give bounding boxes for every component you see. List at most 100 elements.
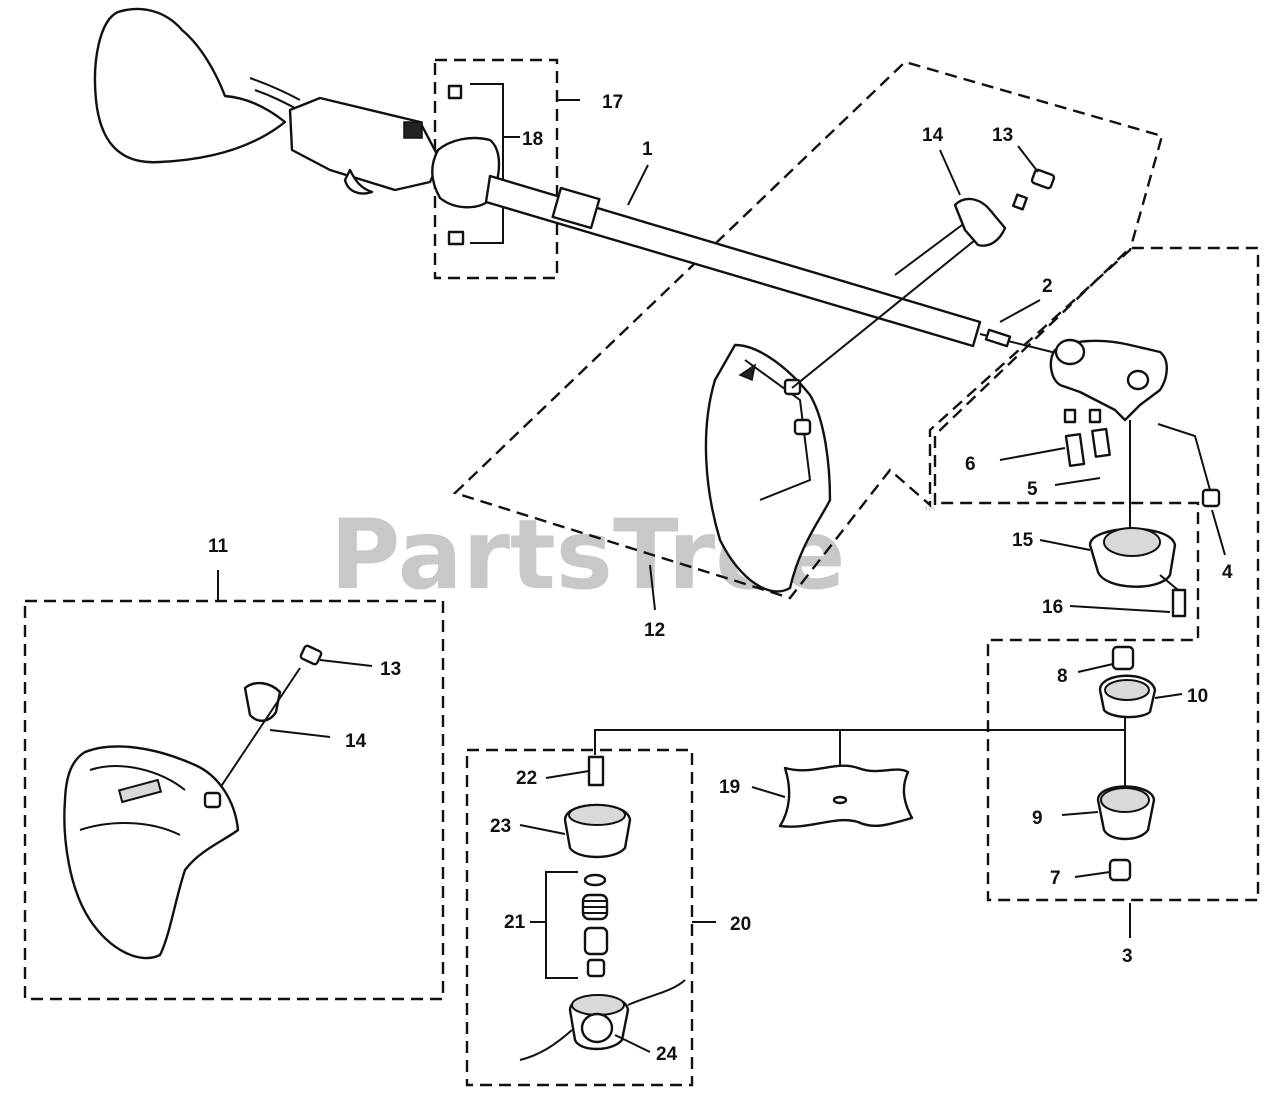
throttle-housing xyxy=(288,96,442,192)
leader-1 xyxy=(627,164,649,206)
callout-12: 12 xyxy=(644,620,665,641)
screws-5-6 xyxy=(999,408,1111,486)
nut-5 xyxy=(1088,408,1102,424)
nut-21 xyxy=(586,958,606,978)
screw-5 xyxy=(1091,427,1111,458)
callout-5: 5 xyxy=(1027,479,1038,500)
bracket-21 xyxy=(530,871,578,979)
screw-16-line xyxy=(1159,574,1179,591)
screw-2 xyxy=(984,328,1012,348)
left-screw-line xyxy=(211,667,301,801)
nut-bottom-18 xyxy=(447,230,465,246)
part-15-hole xyxy=(1103,527,1161,557)
leader-22 xyxy=(545,770,590,779)
shield-12 xyxy=(704,224,986,593)
callout-13-top: 13 xyxy=(992,125,1013,146)
callout-3: 3 xyxy=(1122,946,1133,967)
leader-2 xyxy=(999,299,1041,323)
leader-19 xyxy=(751,786,786,798)
part-7 xyxy=(1108,858,1132,882)
callout-18: 18 xyxy=(522,129,543,150)
spring-coils-21 xyxy=(583,900,607,914)
callout-10: 10 xyxy=(1187,686,1208,707)
leader-24 xyxy=(614,1034,651,1053)
leader-23 xyxy=(519,824,566,835)
leader-9 xyxy=(1061,811,1099,816)
group-3-parts xyxy=(1061,645,1183,938)
bracket-14-top xyxy=(953,197,1007,247)
leader-6 xyxy=(999,447,1066,461)
leader-13-left xyxy=(319,659,373,667)
throttle-trigger xyxy=(343,168,374,195)
group-20-parts xyxy=(519,755,716,1061)
group-box-11 xyxy=(23,599,445,1001)
callout-4: 4 xyxy=(1222,562,1233,583)
leader-5 xyxy=(1054,477,1101,486)
screw-top-18 xyxy=(447,84,463,100)
callout-2: 2 xyxy=(1042,276,1053,297)
part-24-knob xyxy=(580,1012,614,1044)
callout-19: 19 xyxy=(719,777,740,798)
part-15 xyxy=(1039,527,1177,588)
drive-shaft xyxy=(484,164,1061,355)
shield-body xyxy=(704,343,832,593)
engine-powerhead xyxy=(93,7,501,209)
assembly-connector-line xyxy=(594,718,1126,755)
callout-22: 22 xyxy=(516,768,537,789)
part-22 xyxy=(587,755,605,787)
watermark-trademark: ™ xyxy=(922,503,938,522)
shield-11-body xyxy=(63,745,240,960)
part-10-face xyxy=(1104,679,1150,701)
bracket-18 xyxy=(470,83,504,244)
callout-21: 21 xyxy=(504,912,526,933)
callout-13-left: 13 xyxy=(380,659,401,680)
leader-14-left xyxy=(269,729,331,738)
bracket-14-left xyxy=(243,681,282,722)
blade-19 xyxy=(778,764,914,828)
callout-7: 7 xyxy=(1050,868,1061,889)
shield-mount-hole-2 xyxy=(793,418,812,436)
engine-outline xyxy=(93,7,287,164)
shield-arrow xyxy=(738,363,757,382)
callout-8: 8 xyxy=(1057,666,1068,687)
callout-6: 6 xyxy=(965,454,976,475)
shield-11-mount xyxy=(203,791,222,809)
part-24-face xyxy=(571,994,625,1016)
leader-13-top xyxy=(1017,145,1039,173)
callout-14-top: 14 xyxy=(922,125,944,146)
callout-24: 24 xyxy=(656,1044,678,1065)
shaft-tube xyxy=(484,174,982,348)
screw-4 xyxy=(1201,488,1221,508)
group-box-3 xyxy=(933,246,1260,902)
shield-11-slot xyxy=(117,778,163,804)
callout-9: 9 xyxy=(1032,808,1043,829)
gearhead-boss xyxy=(1126,369,1150,391)
leader-16 xyxy=(1069,605,1171,613)
screw-6 xyxy=(1064,432,1086,468)
part-8 xyxy=(1111,645,1135,671)
gearhead-collar xyxy=(1054,338,1086,366)
callout-11: 11 xyxy=(208,536,229,557)
cap-21 xyxy=(583,926,609,956)
shield-11-ribs xyxy=(79,765,186,836)
shaft-coupler xyxy=(551,186,601,230)
group-18-hardware xyxy=(447,83,580,246)
screw-13-top xyxy=(1030,168,1056,190)
screw-13-left xyxy=(299,644,323,666)
shield-rib xyxy=(744,359,812,501)
callout-15: 15 xyxy=(1012,530,1034,551)
callout-14-left: 14 xyxy=(345,731,367,752)
part-23-face xyxy=(568,804,626,826)
blade-19-hole xyxy=(832,795,848,805)
group-box-20 xyxy=(465,748,694,1087)
group-11-parts xyxy=(63,570,373,960)
watermark: PartsTree ™ xyxy=(330,499,938,611)
trimmer-line xyxy=(519,979,686,1061)
leader-12 xyxy=(649,564,656,611)
leader-8 xyxy=(1077,663,1114,673)
leader-line-4 xyxy=(1157,423,1211,491)
callout-23: 23 xyxy=(490,816,511,837)
washer-13-top xyxy=(1012,193,1028,211)
callout-17: 17 xyxy=(602,92,623,113)
